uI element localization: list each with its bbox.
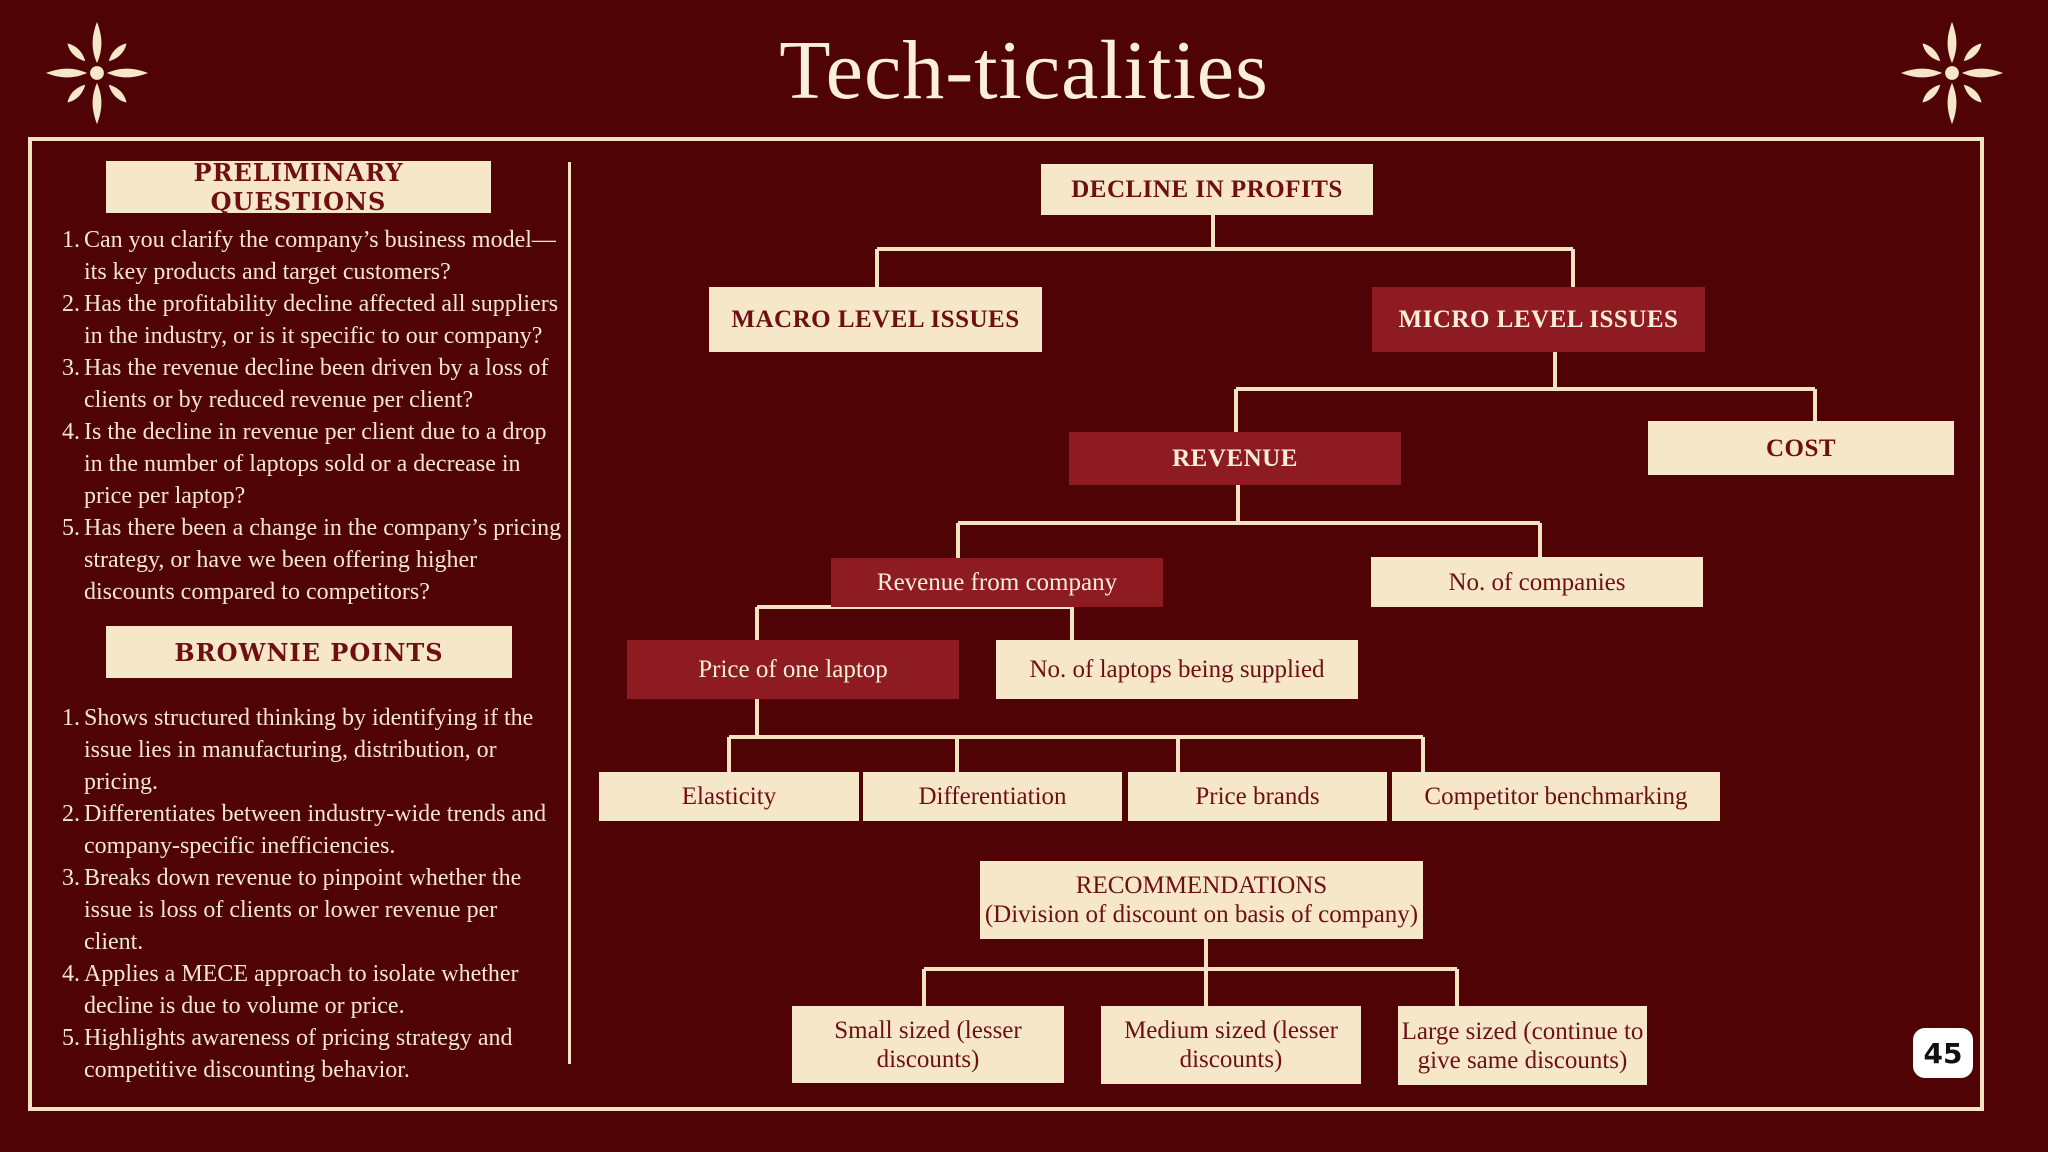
page-title: Tech-ticalities (779, 24, 1269, 117)
cost-node: COST (1648, 421, 1954, 475)
list-item: 4.Applies a MECE approach to isolate whe… (62, 961, 519, 1019)
list-item: 1.Can you clarify the company’s business… (62, 227, 556, 285)
elasticity-node: Elasticity (599, 772, 859, 821)
recommendations-title: RECOMMENDATIONS (1075, 872, 1328, 899)
brownie-points-heading: BROWNIE POINTS (106, 626, 512, 678)
column-divider (568, 162, 571, 1064)
decline-in-profits-node: DECLINE IN PROFITS (1041, 164, 1373, 215)
differentiation-node: Differentiation (863, 772, 1122, 821)
price-of-one-laptop-node: Price of one laptop (627, 640, 959, 699)
revenue-from-company-node: Revenue from company (831, 558, 1163, 607)
page-number-badge: 45 (1913, 1028, 1973, 1078)
list-item: 5.Highlights awareness of pricing strate… (62, 1025, 513, 1083)
ornament-right-icon (1900, 21, 2004, 125)
macro-level-issues-node: MACRO LEVEL ISSUES (709, 287, 1042, 352)
competitor-benchmarking-node: Competitor benchmarking (1392, 772, 1720, 821)
list-item: 4.Is the decline in revenue per client d… (62, 419, 547, 509)
no-of-companies-node: No. of companies (1371, 557, 1703, 607)
list-item: 1.Shows structured thinking by identifyi… (62, 705, 534, 795)
list-item: 3.Has the revenue decline been driven by… (62, 355, 549, 413)
medium-sized-option-node: Medium sized (lesser discounts) (1101, 1006, 1361, 1084)
price-brands-node: Price brands (1128, 772, 1387, 821)
brownie-points-list: 1.Shows structured thinking by identifyi… (62, 702, 562, 1086)
list-item: 2.Differentiates between industry-wide t… (62, 801, 547, 859)
list-item: 2.Has the profitability decline affected… (62, 291, 559, 349)
list-item: 3.Breaks down revenue to pinpoint whethe… (62, 865, 522, 955)
recommendations-node: RECOMMENDATIONS (Division of discount on… (980, 861, 1423, 939)
no-of-laptops-node: No. of laptops being supplied (996, 640, 1358, 699)
revenue-node: REVENUE (1069, 432, 1401, 485)
recommendations-subtitle: (Division of discount on basis of compan… (984, 901, 1419, 928)
preliminary-questions-list: 1.Can you clarify the company’s business… (62, 224, 562, 608)
list-item: 5.Has there been a change in the company… (62, 515, 562, 605)
small-sized-option-node: Small sized (lesser discounts) (792, 1006, 1064, 1083)
content-frame (28, 137, 1984, 1111)
preliminary-questions-heading: PRELIMINARY QUESTIONS (106, 158, 491, 216)
large-sized-option-node: Large sized (continue to give same disco… (1398, 1006, 1647, 1085)
ornament-left-icon (45, 21, 149, 125)
micro-level-issues-node: MICRO LEVEL ISSUES (1372, 287, 1705, 352)
